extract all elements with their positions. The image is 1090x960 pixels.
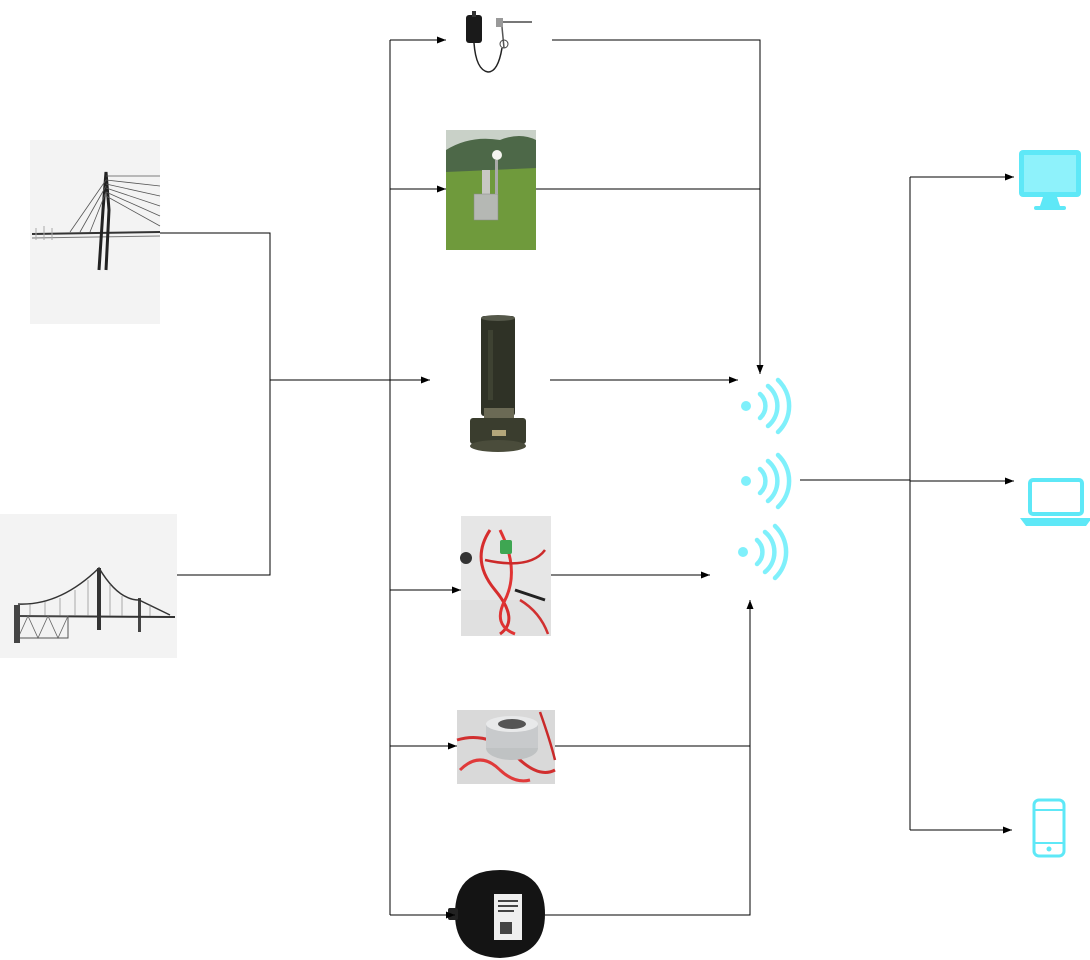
- gnss-monitoring-station: [446, 130, 536, 250]
- cable-stayed-bridge: [30, 140, 161, 324]
- wireless-icon: [738, 523, 789, 581]
- wireless-signal: [738, 377, 792, 581]
- temperature-probe-sensor: [466, 11, 532, 73]
- bridge-1-connector: [160, 232, 271, 380]
- dome-sensor: [448, 870, 545, 958]
- sensor-6-uplink: [545, 746, 751, 916]
- desktop-monitor-icon: [1019, 150, 1081, 210]
- cylindrical-sensor: [470, 315, 526, 452]
- wireless-icon: [741, 452, 792, 510]
- connectors: [160, 36, 1014, 919]
- sensor-5-uplink: [555, 600, 754, 747]
- laptop-icon: [1020, 478, 1090, 526]
- mobile-phone-icon: [1032, 798, 1066, 858]
- red-cable-sensor: [460, 516, 551, 636]
- wireless-icon: [741, 377, 792, 435]
- bridge-2-connector: [177, 380, 271, 576]
- sensor-1-uplink: [552, 39, 764, 374]
- ring-sensor: [456, 710, 557, 784]
- suspension-bridge: [0, 514, 177, 658]
